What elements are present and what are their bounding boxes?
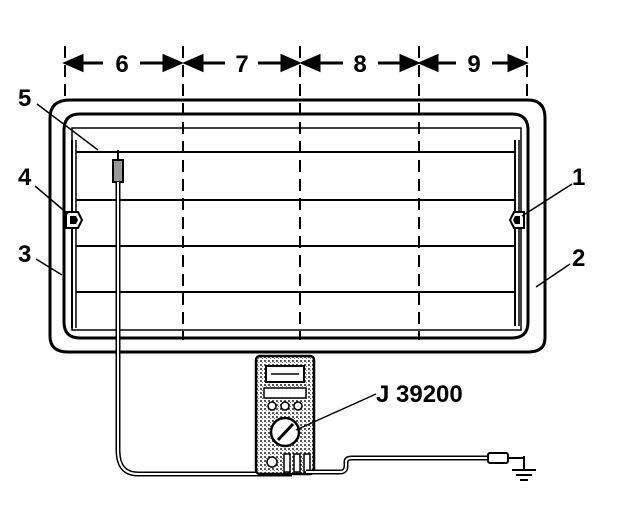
callout-4: 4	[18, 164, 32, 191]
window-inner-frame	[62, 112, 530, 340]
test-probe	[112, 150, 292, 477]
zone-label-7: 7	[235, 51, 248, 78]
ground-symbol-icon	[512, 456, 536, 481]
callout-5: 5	[18, 85, 31, 112]
leader-line-1	[521, 183, 573, 217]
ground-lead	[306, 452, 524, 475]
callout-1: 1	[572, 164, 585, 191]
leader-line-3	[35, 258, 63, 276]
leader-line-5	[36, 103, 99, 151]
right-bus-bar	[514, 140, 520, 326]
right-terminal	[508, 211, 525, 229]
callout-2: 2	[572, 245, 585, 272]
leader-line-2	[535, 263, 571, 288]
callout-3: 3	[18, 241, 31, 268]
zone-dimension-arrows	[62, 53, 529, 73]
leader-line-4	[34, 185, 69, 215]
defogger-grid-lines	[76, 151, 515, 293]
zone-label-9: 9	[467, 51, 480, 78]
zone-dividers	[64, 46, 528, 340]
leader-line-tool	[295, 393, 377, 431]
window-outer-frame	[48, 98, 547, 354]
digital-multimeter	[254, 354, 316, 476]
zone-label-6: 6	[115, 51, 128, 78]
left-terminal	[65, 211, 84, 229]
left-bus-bar	[71, 140, 77, 328]
glass-field	[71, 127, 522, 331]
zone-label-8: 8	[353, 51, 366, 78]
tool-label-j39200: J 39200	[376, 381, 463, 408]
